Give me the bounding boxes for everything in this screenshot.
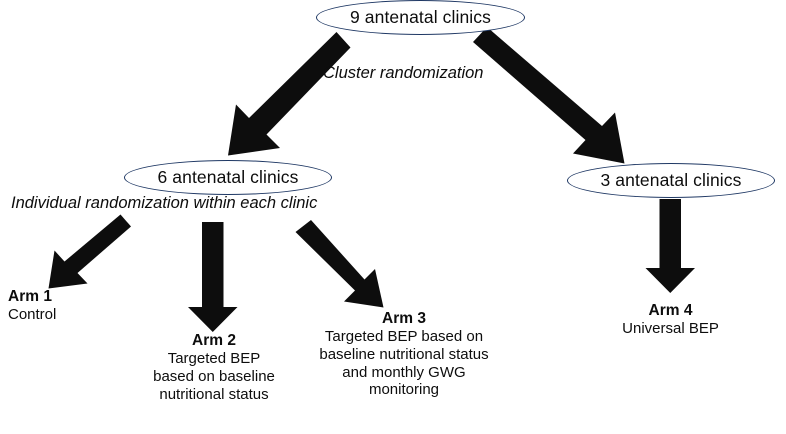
arm-1-block: Arm 1 Control: [8, 288, 138, 324]
arm-3-block: Arm 3 Targeted BEP based on baseline nut…: [293, 310, 515, 399]
arm-2-description: Targeted BEP based on baseline nutrition…: [128, 350, 300, 403]
arrow-top-to-left-icon: [228, 32, 351, 156]
arrow-left-to-arm2-icon: [188, 222, 238, 332]
arrow-top-to-right-icon: [473, 27, 625, 164]
node-9-antenatal-clinics-label: 9 antenatal clinics: [349, 6, 491, 27]
node-6-antenatal-clinics: 6 antenatal clinics: [124, 160, 332, 195]
arm-3-description-line-1: Targeted BEP based on: [324, 328, 484, 346]
arm-3-description: Targeted BEP based on baseline nutrition…: [293, 328, 515, 399]
node-9-antenatal-clinics: 9 antenatal clinics: [316, 0, 525, 35]
arrow-left-to-arm3-icon: [295, 220, 384, 308]
arm-4-title: Arm 4: [648, 302, 693, 319]
arm-2-block: Arm 2 Targeted BEP based on baseline nut…: [128, 332, 300, 403]
arm-2-title: Arm 2: [192, 332, 236, 349]
edge-label-cluster-randomization: Cluster randomization: [323, 64, 484, 82]
arm-4-block: Arm 4 Universal BEP: [583, 302, 758, 338]
arm-3-description-line-2: baseline nutritional status: [319, 345, 489, 363]
arm-3-title: Arm 3: [382, 310, 426, 327]
arm-3-description-line-3: and monthly GWG: [342, 363, 466, 381]
arm-2-description-line-3: nutritional status: [159, 385, 269, 403]
node-6-antenatal-clinics-label: 6 antenatal clinics: [157, 166, 299, 187]
arm-2-description-line-1: Targeted BEP: [167, 350, 261, 368]
arm-2-description-line-2: based on baseline: [153, 367, 275, 385]
edge-label-individual-randomization: Individual randomization within each cli…: [11, 194, 318, 212]
arrow-left-to-arm1-icon: [48, 214, 131, 289]
arm-1-description-line-1: Control: [8, 306, 57, 324]
arm-4-description: Universal BEP: [583, 320, 758, 338]
node-3-antenatal-clinics: 3 antenatal clinics: [567, 163, 775, 198]
arm-1-description: Control: [8, 306, 138, 324]
node-3-antenatal-clinics-label: 3 antenatal clinics: [600, 169, 742, 190]
arm-1-title: Arm 1: [8, 288, 52, 305]
arm-3-description-line-4: monitoring: [368, 381, 440, 399]
arrow-right-to-arm4-icon: [645, 199, 695, 293]
arm-4-description-line-1: Universal BEP: [622, 320, 719, 338]
